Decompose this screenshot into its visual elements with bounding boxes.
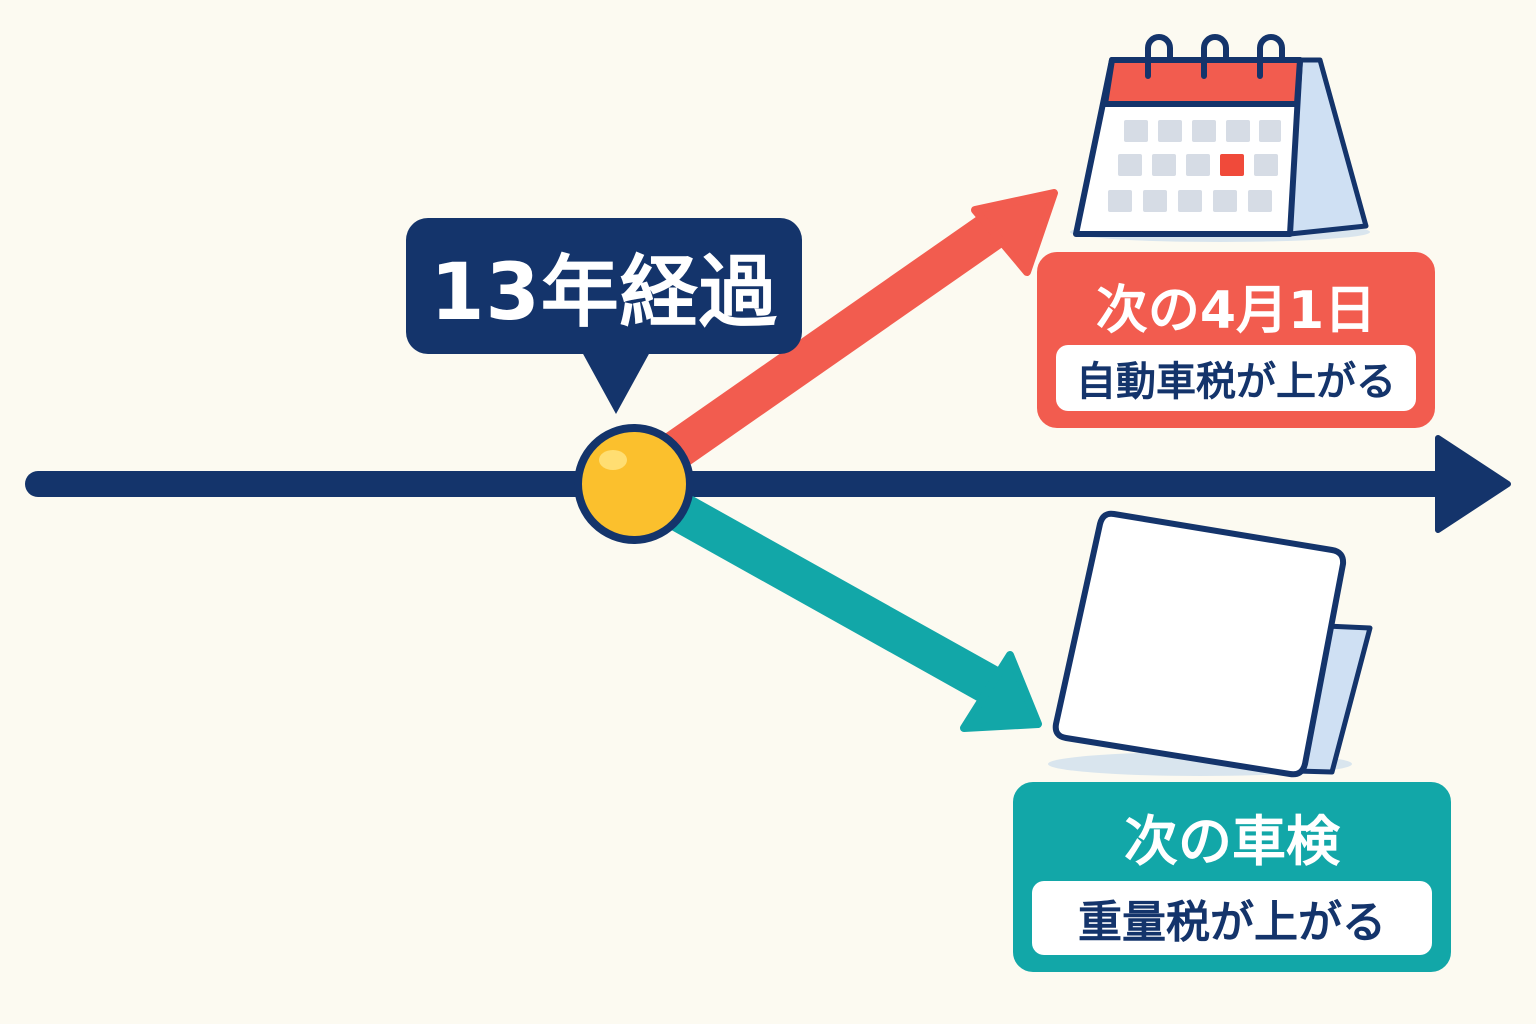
milestone-point: [574, 424, 694, 544]
document-icon: [1048, 510, 1373, 778]
milestone-label: 13年経過: [430, 248, 778, 338]
calendar-icon: [1070, 34, 1370, 242]
milestone-callout: 13年経過: [406, 218, 802, 354]
result-card-automobile-tax: 次の4月1日 自動車税が上がる: [1037, 252, 1435, 428]
branch-arrow-tax: [636, 189, 1058, 487]
result-card-title: 次の4月1日: [1095, 280, 1377, 341]
branch-arrow-inspection: [638, 476, 1042, 732]
result-card-weight-tax: 次の車検 重量税が上がる: [1013, 782, 1451, 972]
callout-pointer: [582, 352, 650, 414]
result-card-title: 次の車検: [1124, 809, 1340, 873]
result-card-text: 重量税が上がる: [1032, 881, 1432, 955]
timeline-axis: [25, 435, 1511, 533]
result-card-text: 自動車税が上がる: [1056, 345, 1416, 411]
